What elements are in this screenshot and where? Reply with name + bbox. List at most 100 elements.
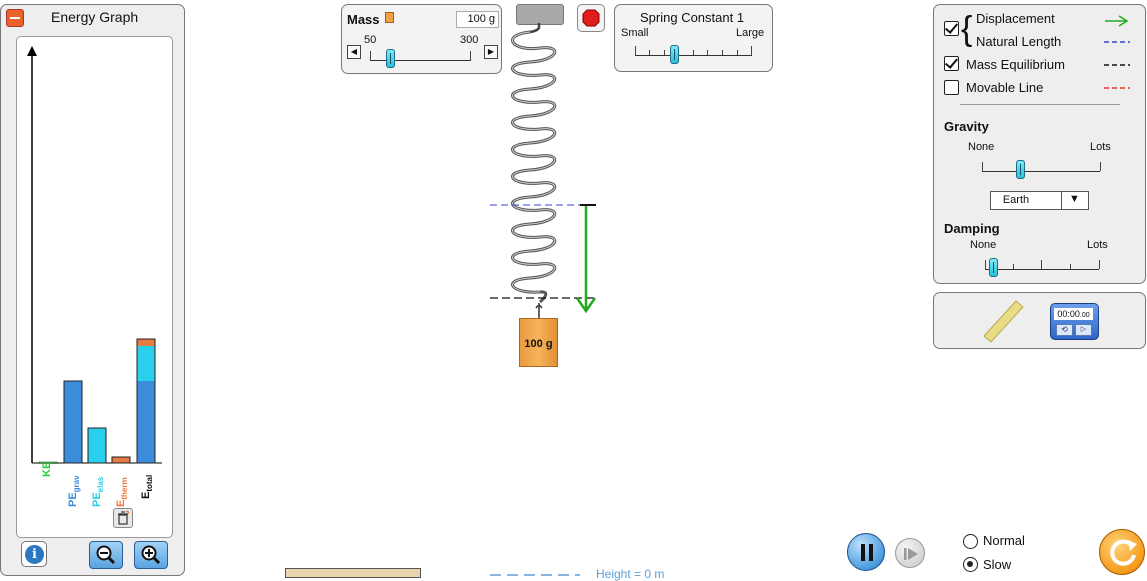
mass-hook xyxy=(535,303,543,318)
zoom-out-button[interactable] xyxy=(89,541,123,569)
energy-bar-chart xyxy=(27,46,162,464)
mass-increment-button[interactable]: ▶ xyxy=(484,45,498,59)
energy-chart-area: KE PEgrav PEelas Etherm Etotal xyxy=(16,36,173,538)
mass-block[interactable]: 100 g xyxy=(519,318,558,367)
spring-constant-min-label: Small xyxy=(621,27,649,39)
zoom-in-button[interactable] xyxy=(134,541,168,569)
ruler-bottom-edge xyxy=(285,568,421,578)
natural-length-legend xyxy=(1104,41,1130,43)
damping-tick xyxy=(1041,260,1042,269)
options-divider xyxy=(960,104,1120,105)
speed-normal-label: Normal xyxy=(983,533,1025,548)
spring-scene xyxy=(490,23,597,318)
zoom-out-icon xyxy=(96,545,116,565)
stopwatch-reset-icon: ⟲ xyxy=(1056,324,1073,336)
toolbox-panel: 00:00.00 ⟲ ▷ xyxy=(933,292,1146,349)
stopwatch-icon[interactable]: 00:00.00 ⟲ ▷ xyxy=(1050,303,1099,340)
spring-tick xyxy=(649,50,650,55)
gravity-slider-thumb[interactable] xyxy=(1016,160,1025,179)
damping-min-label: None xyxy=(970,239,997,251)
movable-line-checkbox[interactable] xyxy=(944,80,959,95)
step-forward-icon xyxy=(904,548,918,560)
damping-slider-track[interactable] xyxy=(985,269,1099,270)
displacement-checkbox[interactable] xyxy=(944,21,959,36)
spring-constant-max-label: Large xyxy=(736,27,765,39)
damping-tick xyxy=(1013,264,1014,269)
mass-slider-track[interactable] xyxy=(370,60,471,61)
bar-pe-grav xyxy=(63,380,83,464)
info-button[interactable]: i xyxy=(21,541,47,567)
spring-constant-track[interactable] xyxy=(635,55,752,56)
spring-tick xyxy=(635,46,636,55)
displacement-legend-arrow xyxy=(1105,15,1129,27)
energy-axis-arrow xyxy=(27,46,37,56)
stop-button[interactable] xyxy=(577,4,605,32)
energy-graph-title: Energy Graph xyxy=(51,9,139,25)
mass-slider-tick xyxy=(470,51,471,60)
mass-block-label: 100 g xyxy=(524,338,553,350)
label-e-total: Etotal xyxy=(140,474,155,499)
gravity-planet-select[interactable]: Earth ▼ xyxy=(990,191,1089,210)
energy-graph-panel: Energy Graph KE PEgrav xyxy=(0,4,185,576)
bar-e-therm xyxy=(111,456,131,464)
label-pe-elas: PEelas xyxy=(91,476,106,507)
label-ke: KE xyxy=(41,461,53,477)
options-panel: { Displacement Natural Length Mass Equil… xyxy=(933,4,1146,284)
mass-slider-tick xyxy=(370,51,371,60)
mass-min-label: 50 xyxy=(364,34,377,46)
label-pe-grav: PEgrav xyxy=(67,475,82,507)
mass-control-panel: Mass 100 g 50 300 ◀ ▶ xyxy=(341,4,502,74)
speed-slow-label: Slow xyxy=(983,557,1012,572)
clear-thermal-button[interactable] xyxy=(113,508,133,528)
movable-line-legend xyxy=(1104,87,1130,89)
chevron-down-icon: ▼ xyxy=(1069,193,1080,205)
damping-tick xyxy=(1099,260,1100,269)
gravity-title: Gravity xyxy=(944,119,989,134)
spring-constant-panel: Spring Constant 1 Small Large xyxy=(614,4,773,72)
speed-slow-radio[interactable] xyxy=(963,557,978,572)
gravity-planet-value: Earth xyxy=(1002,194,1030,206)
gravity-slider-track[interactable] xyxy=(982,171,1100,172)
reset-all-button[interactable] xyxy=(1099,529,1145,575)
pause-icon-bar xyxy=(869,544,873,561)
bar-e-total-grav xyxy=(137,381,155,463)
movable-line-label: Movable Line xyxy=(966,80,1044,95)
spring-tick xyxy=(722,50,723,55)
floor-height-label: Height = 0 m xyxy=(596,567,665,581)
minus-icon xyxy=(10,17,20,19)
bar-ke xyxy=(38,461,58,464)
displacement-arrow-head xyxy=(575,297,597,314)
spring-constant-title: Spring Constant 1 xyxy=(640,10,745,25)
mass-weight-icon xyxy=(385,12,394,23)
mass-decrement-button[interactable]: ◀ xyxy=(347,45,361,59)
reset-icon xyxy=(1110,539,1137,566)
spring-tick xyxy=(707,50,708,55)
stopwatch-play-icon: ▷ xyxy=(1075,324,1092,336)
select-divider xyxy=(1061,192,1062,209)
minimize-button[interactable] xyxy=(6,9,24,27)
spring-coil-highlight xyxy=(512,31,556,293)
damping-slider-thumb[interactable] xyxy=(989,258,998,277)
damping-tick xyxy=(1070,264,1071,269)
info-icon: i xyxy=(25,545,44,564)
spring-tick xyxy=(664,50,665,55)
pause-button[interactable] xyxy=(847,533,885,571)
bar-e-total-therm xyxy=(137,339,155,346)
damping-max-label: Lots xyxy=(1087,239,1108,251)
spring-constant-thumb[interactable] xyxy=(670,45,679,64)
step-button[interactable] xyxy=(895,538,925,568)
mass-label: Mass xyxy=(347,12,380,27)
natural-length-label: Natural Length xyxy=(976,34,1062,49)
floor-dashed-line xyxy=(490,574,580,576)
gravity-tick xyxy=(1100,162,1101,171)
mass-equilibrium-checkbox[interactable] xyxy=(944,56,959,71)
mass-equilibrium-legend xyxy=(1104,64,1130,66)
damping-tick xyxy=(985,260,986,269)
mass-slider-thumb[interactable] xyxy=(386,49,395,68)
mass-equilibrium-label: Mass Equilibrium xyxy=(966,57,1065,72)
displacement-label: Displacement xyxy=(976,11,1055,26)
spring-coil xyxy=(511,30,557,304)
ruler-icon[interactable] xyxy=(982,298,1026,344)
trash-icon xyxy=(118,510,129,525)
speed-normal-radio[interactable] xyxy=(963,534,978,549)
